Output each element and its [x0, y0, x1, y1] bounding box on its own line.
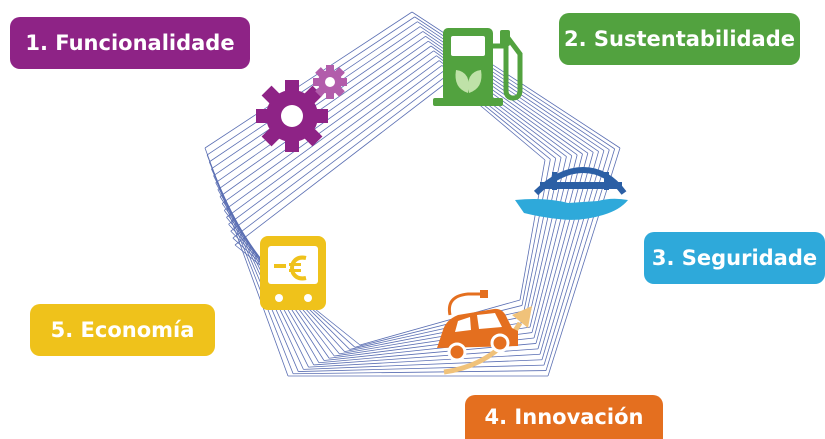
web-line	[204, 11, 413, 149]
web-line	[535, 153, 589, 344]
web-line	[232, 74, 448, 239]
hand-bridge-icon	[515, 166, 628, 220]
web-line	[303, 359, 543, 370]
web-line	[234, 79, 451, 246]
label-funcionalidade: 1. Funcionalidade	[10, 17, 250, 69]
web-line	[308, 353, 541, 368]
electric-car-icon	[437, 290, 532, 375]
web-line	[519, 159, 546, 301]
string-art-pentagon	[204, 11, 621, 377]
label-seguridade: 3. Seguridade	[644, 232, 825, 284]
euro-card-icon	[260, 236, 326, 310]
web-line	[224, 55, 437, 211]
web-line	[293, 370, 547, 375]
fuel-pump-leaf-icon	[433, 28, 523, 106]
web-line	[228, 65, 443, 225]
web-line	[213, 31, 424, 177]
web-line	[221, 50, 434, 204]
web-line	[226, 60, 440, 218]
label-innovacion: 4. Innovación	[465, 395, 663, 439]
web-line	[206, 16, 415, 156]
label-economia: 5. Economía	[30, 304, 215, 356]
label-sustentabilidade: 2. Sustentabilidade	[559, 13, 800, 65]
web-line	[230, 69, 445, 232]
web-line	[359, 299, 521, 346]
web-line	[298, 364, 545, 372]
